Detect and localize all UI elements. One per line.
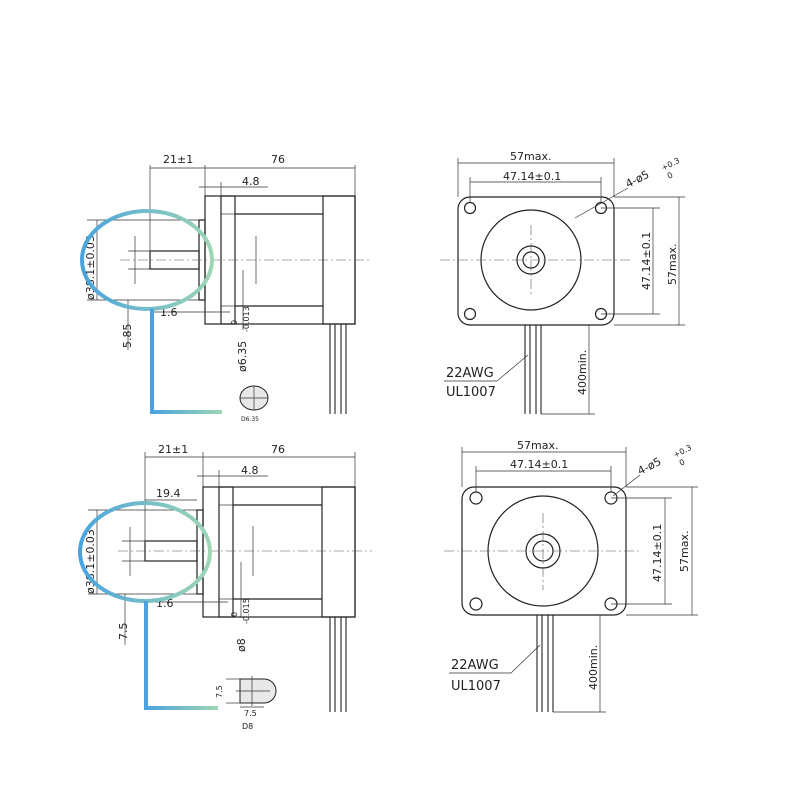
outer-width-dim: 57max.	[510, 150, 551, 163]
section-height-dim: 7.5	[215, 685, 224, 698]
outer-height-dim: 57max.	[666, 244, 679, 285]
shaft-diameter-dim: ø6.35	[236, 341, 249, 372]
hole-pitch-horizontal-dim: 47.14±0.1	[503, 170, 561, 183]
motor-shaft	[144, 540, 198, 562]
shaft-tol-upper: 0	[230, 612, 239, 617]
shaft-diameter-dim: ø8	[235, 638, 248, 652]
section-width-dim: 7.5	[244, 709, 257, 718]
holes-callout: 4-ø5	[623, 168, 651, 191]
motor-body-outline	[202, 486, 356, 618]
holes-callout: 4-ø5	[635, 455, 663, 478]
pilot-highlight-circle	[80, 209, 214, 311]
shaft-length-dim: 21±1	[158, 443, 188, 456]
outer-width-dim: 57max.	[517, 439, 558, 452]
section-label: D8	[242, 722, 253, 731]
bottom-side-view: 21±1 76 4.8 19.4 ø38.1±0.03 7.5 1.6 ø8 0…	[78, 443, 372, 731]
shaft-tol-upper: 0	[230, 320, 239, 325]
wire-gauge-label: 22AWG	[446, 366, 494, 381]
hole-pitch-vertical-dim: 47.14±0.1	[640, 232, 653, 290]
mount-hole	[463, 307, 477, 321]
flange-thickness-dim: 4.8	[242, 175, 260, 188]
top-side-view: 21±1 76 4.8 ø38.1±0.03 5.85 1.6 ø6.35 0 …	[80, 153, 372, 423]
body-length-dim: 76	[271, 153, 285, 166]
holes-tol-upper: +0.3	[660, 156, 681, 173]
wire-standard-label: UL1007	[446, 385, 496, 400]
pilot-diameter-dim: ø38.1±0.03	[84, 235, 97, 300]
shaft-flat-length-dim: 19.4	[156, 487, 181, 500]
wire-gauge-label: 22AWG	[451, 658, 499, 673]
lead-length-dim: 400min.	[576, 350, 589, 395]
flange-thickness-dim: 4.8	[241, 464, 259, 477]
highlight-leader	[144, 601, 218, 710]
hole-pitch-horizontal-dim: 47.14±0.1	[510, 458, 568, 471]
outer-height-dim: 57max.	[678, 531, 691, 572]
shaft-length-dim: 21±1	[163, 153, 193, 166]
section-label: D6.35	[241, 416, 259, 423]
shaft-tol-lower: -0.015	[242, 598, 251, 624]
mount-hole	[463, 201, 477, 215]
hole-pitch-vertical-dim: 47.14±0.1	[651, 524, 664, 582]
shaft-flat-dim: 5.85	[121, 324, 134, 349]
holes-tol-lower: 0	[678, 457, 687, 467]
highlight-leader	[150, 309, 222, 414]
body-length-dim: 76	[271, 443, 285, 456]
top-front-view: 57max. 47.14±0.1 4-ø5 +0.3 0 47.14±0.1 5…	[440, 150, 685, 415]
shaft-flat-dim: 7.5	[117, 623, 130, 641]
mount-hole	[469, 491, 483, 505]
bottom-front-view: 57max. 47.14±0.1 4-ø5 +0.3 0 47.14±0.1 5…	[444, 439, 698, 713]
mount-hole	[469, 597, 483, 611]
wire-standard-label: UL1007	[451, 679, 501, 694]
holes-tol-upper: +0.3	[672, 443, 693, 460]
shaft-tol-lower: -0.013	[242, 306, 251, 332]
lead-length-dim: 400min.	[587, 645, 600, 690]
holes-tol-lower: 0	[666, 170, 675, 180]
rear-end-cap	[321, 486, 356, 618]
front-end-cap	[218, 486, 234, 618]
